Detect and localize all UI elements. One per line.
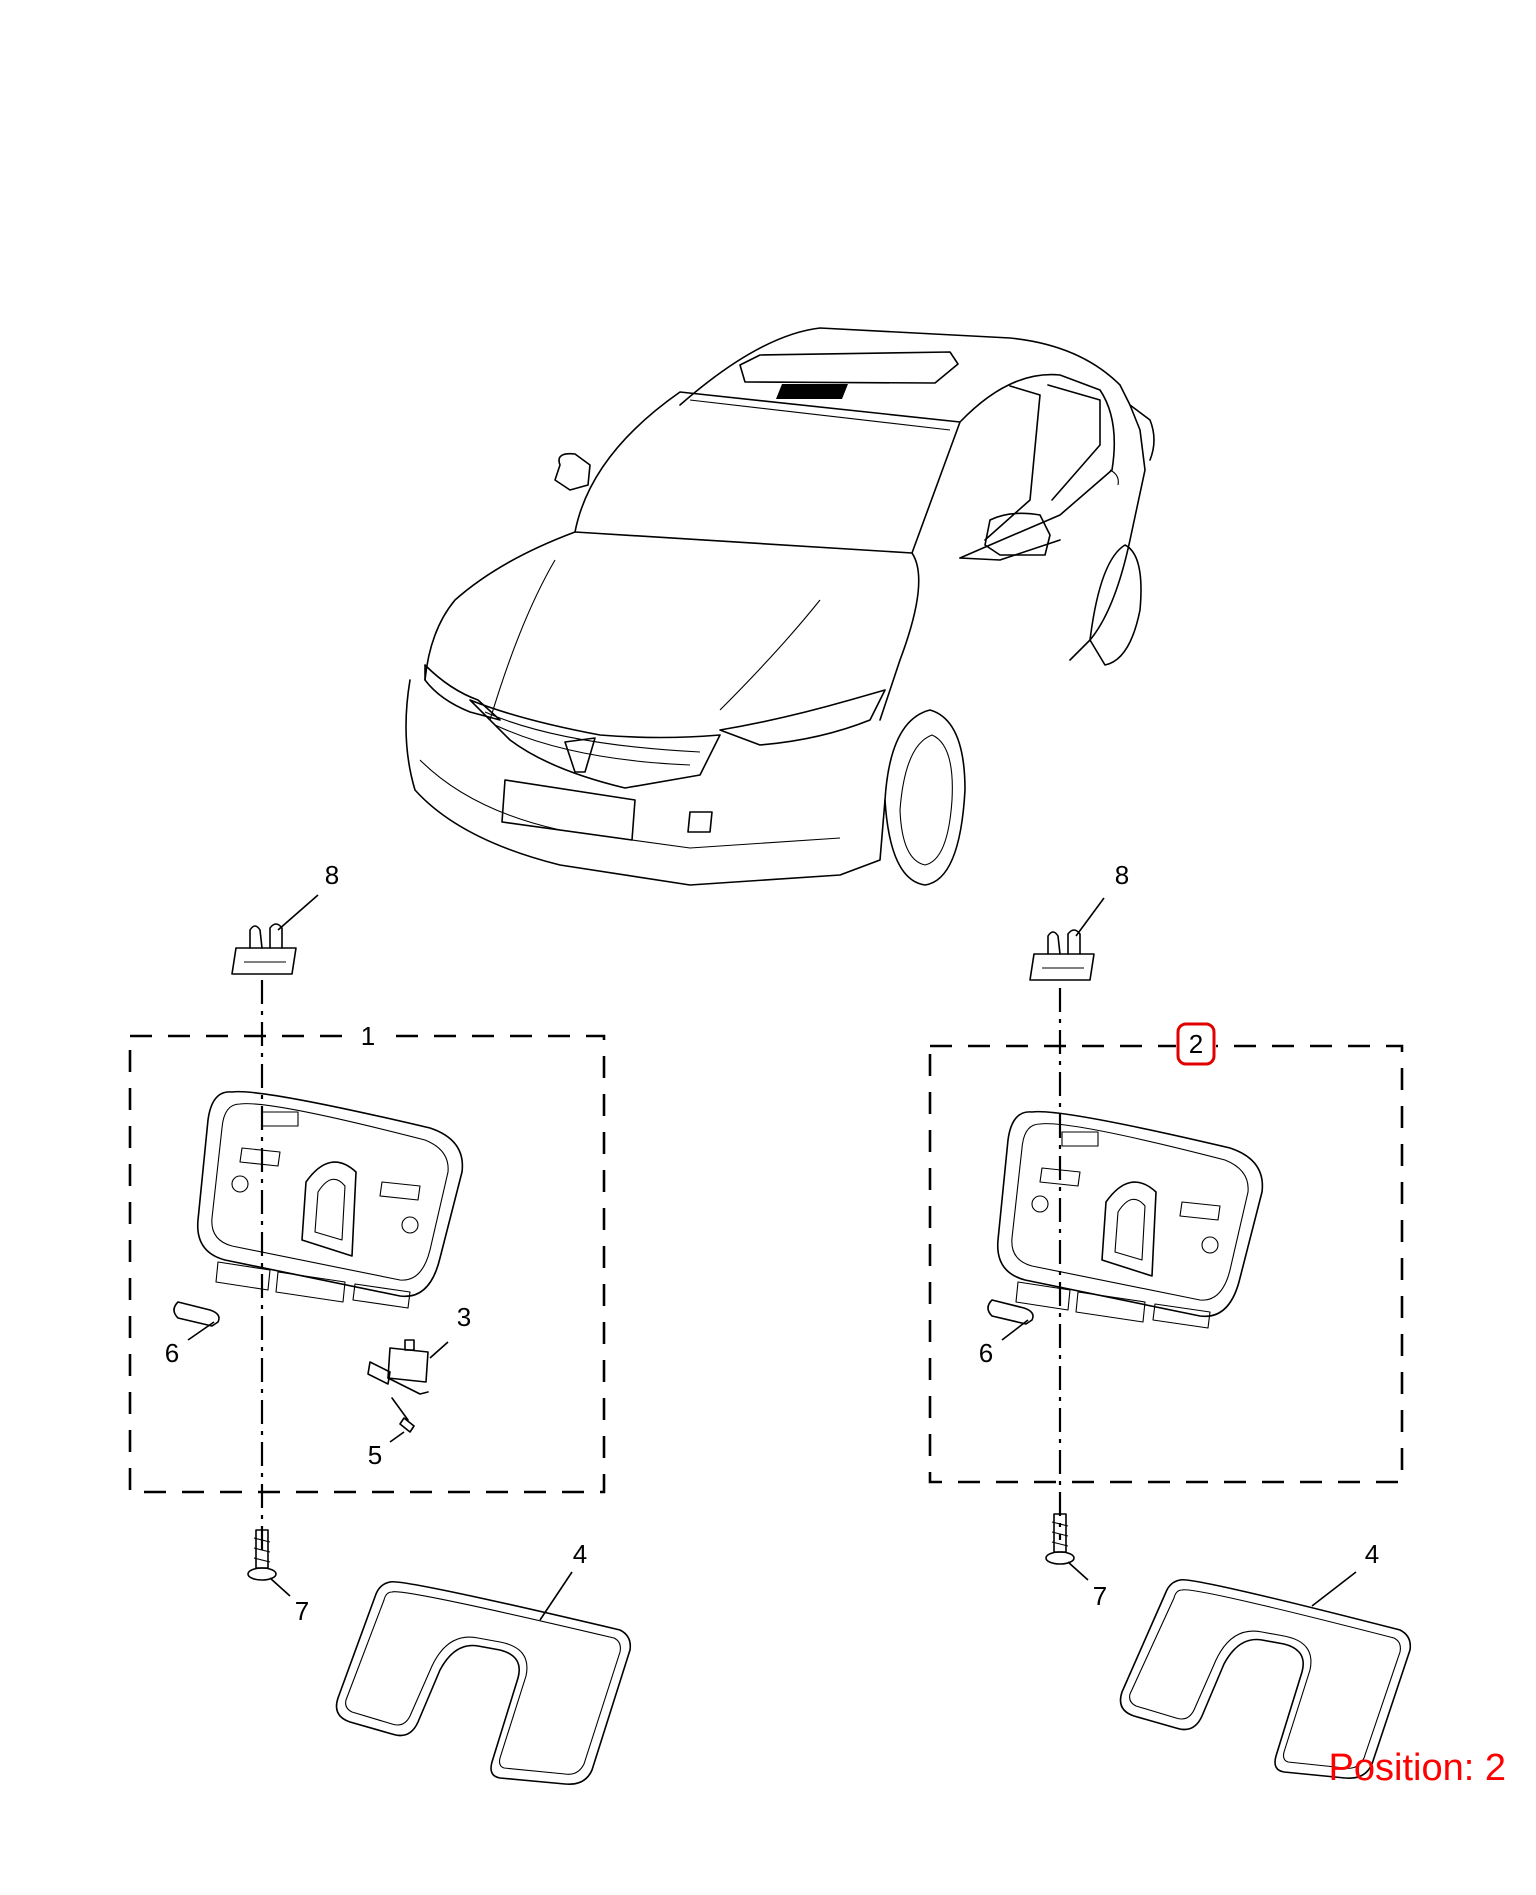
sunroof bbox=[739, 351, 959, 384]
front-grille bbox=[469, 699, 721, 789]
callout-5: 5 bbox=[368, 1440, 382, 1470]
small-screw-part bbox=[391, 1397, 415, 1433]
left-mirror bbox=[554, 452, 591, 491]
highlight-box bbox=[1176, 1022, 1216, 1066]
callout-4: 4 bbox=[1365, 1539, 1379, 1569]
screw-part bbox=[1045, 1513, 1075, 1565]
badge bbox=[564, 737, 596, 773]
assembly-1-boundary bbox=[128, 1034, 606, 1494]
callout-4: 4 bbox=[573, 1539, 587, 1569]
bulb-part bbox=[987, 1299, 1034, 1325]
roof-lamp-location-marker bbox=[776, 384, 848, 399]
front-right-wheel bbox=[884, 709, 966, 886]
seal-gasket-part bbox=[1119, 1578, 1412, 1780]
right-assembly-group: 2 8 6 bbox=[928, 860, 1412, 1780]
callout-3: 3 bbox=[457, 1302, 471, 1332]
car-illustration bbox=[405, 327, 1155, 886]
callout-7: 7 bbox=[295, 1596, 309, 1626]
left-assembly-group: 1 8 6 bbox=[128, 860, 632, 1786]
dome-lamp-housing bbox=[996, 1110, 1264, 1329]
right-headlight bbox=[719, 689, 886, 746]
assembly-2-boundary bbox=[928, 1044, 1404, 1484]
callout-8: 8 bbox=[1115, 860, 1129, 890]
callout-7: 7 bbox=[1093, 1581, 1107, 1611]
callout-6: 6 bbox=[165, 1338, 179, 1368]
right-mirror bbox=[984, 512, 1051, 556]
seal-gasket-part bbox=[335, 1580, 632, 1786]
callout-1: 1 bbox=[361, 1021, 375, 1051]
left-headlight bbox=[424, 664, 501, 721]
callout-6: 6 bbox=[979, 1338, 993, 1368]
position-label: Position: 2 bbox=[1328, 1747, 1506, 1789]
clip-part bbox=[1029, 929, 1095, 981]
callout-8: 8 bbox=[325, 860, 339, 890]
license-plate bbox=[501, 779, 636, 841]
windshield bbox=[574, 391, 961, 554]
dome-lamp-housing bbox=[196, 1090, 464, 1309]
switch-part bbox=[367, 1339, 429, 1395]
clip-part bbox=[231, 923, 297, 975]
callout-2: 2 bbox=[1189, 1029, 1203, 1059]
rear-right-wheel bbox=[1089, 544, 1142, 666]
bulb-part bbox=[173, 1301, 220, 1327]
screw-part bbox=[247, 1529, 277, 1581]
